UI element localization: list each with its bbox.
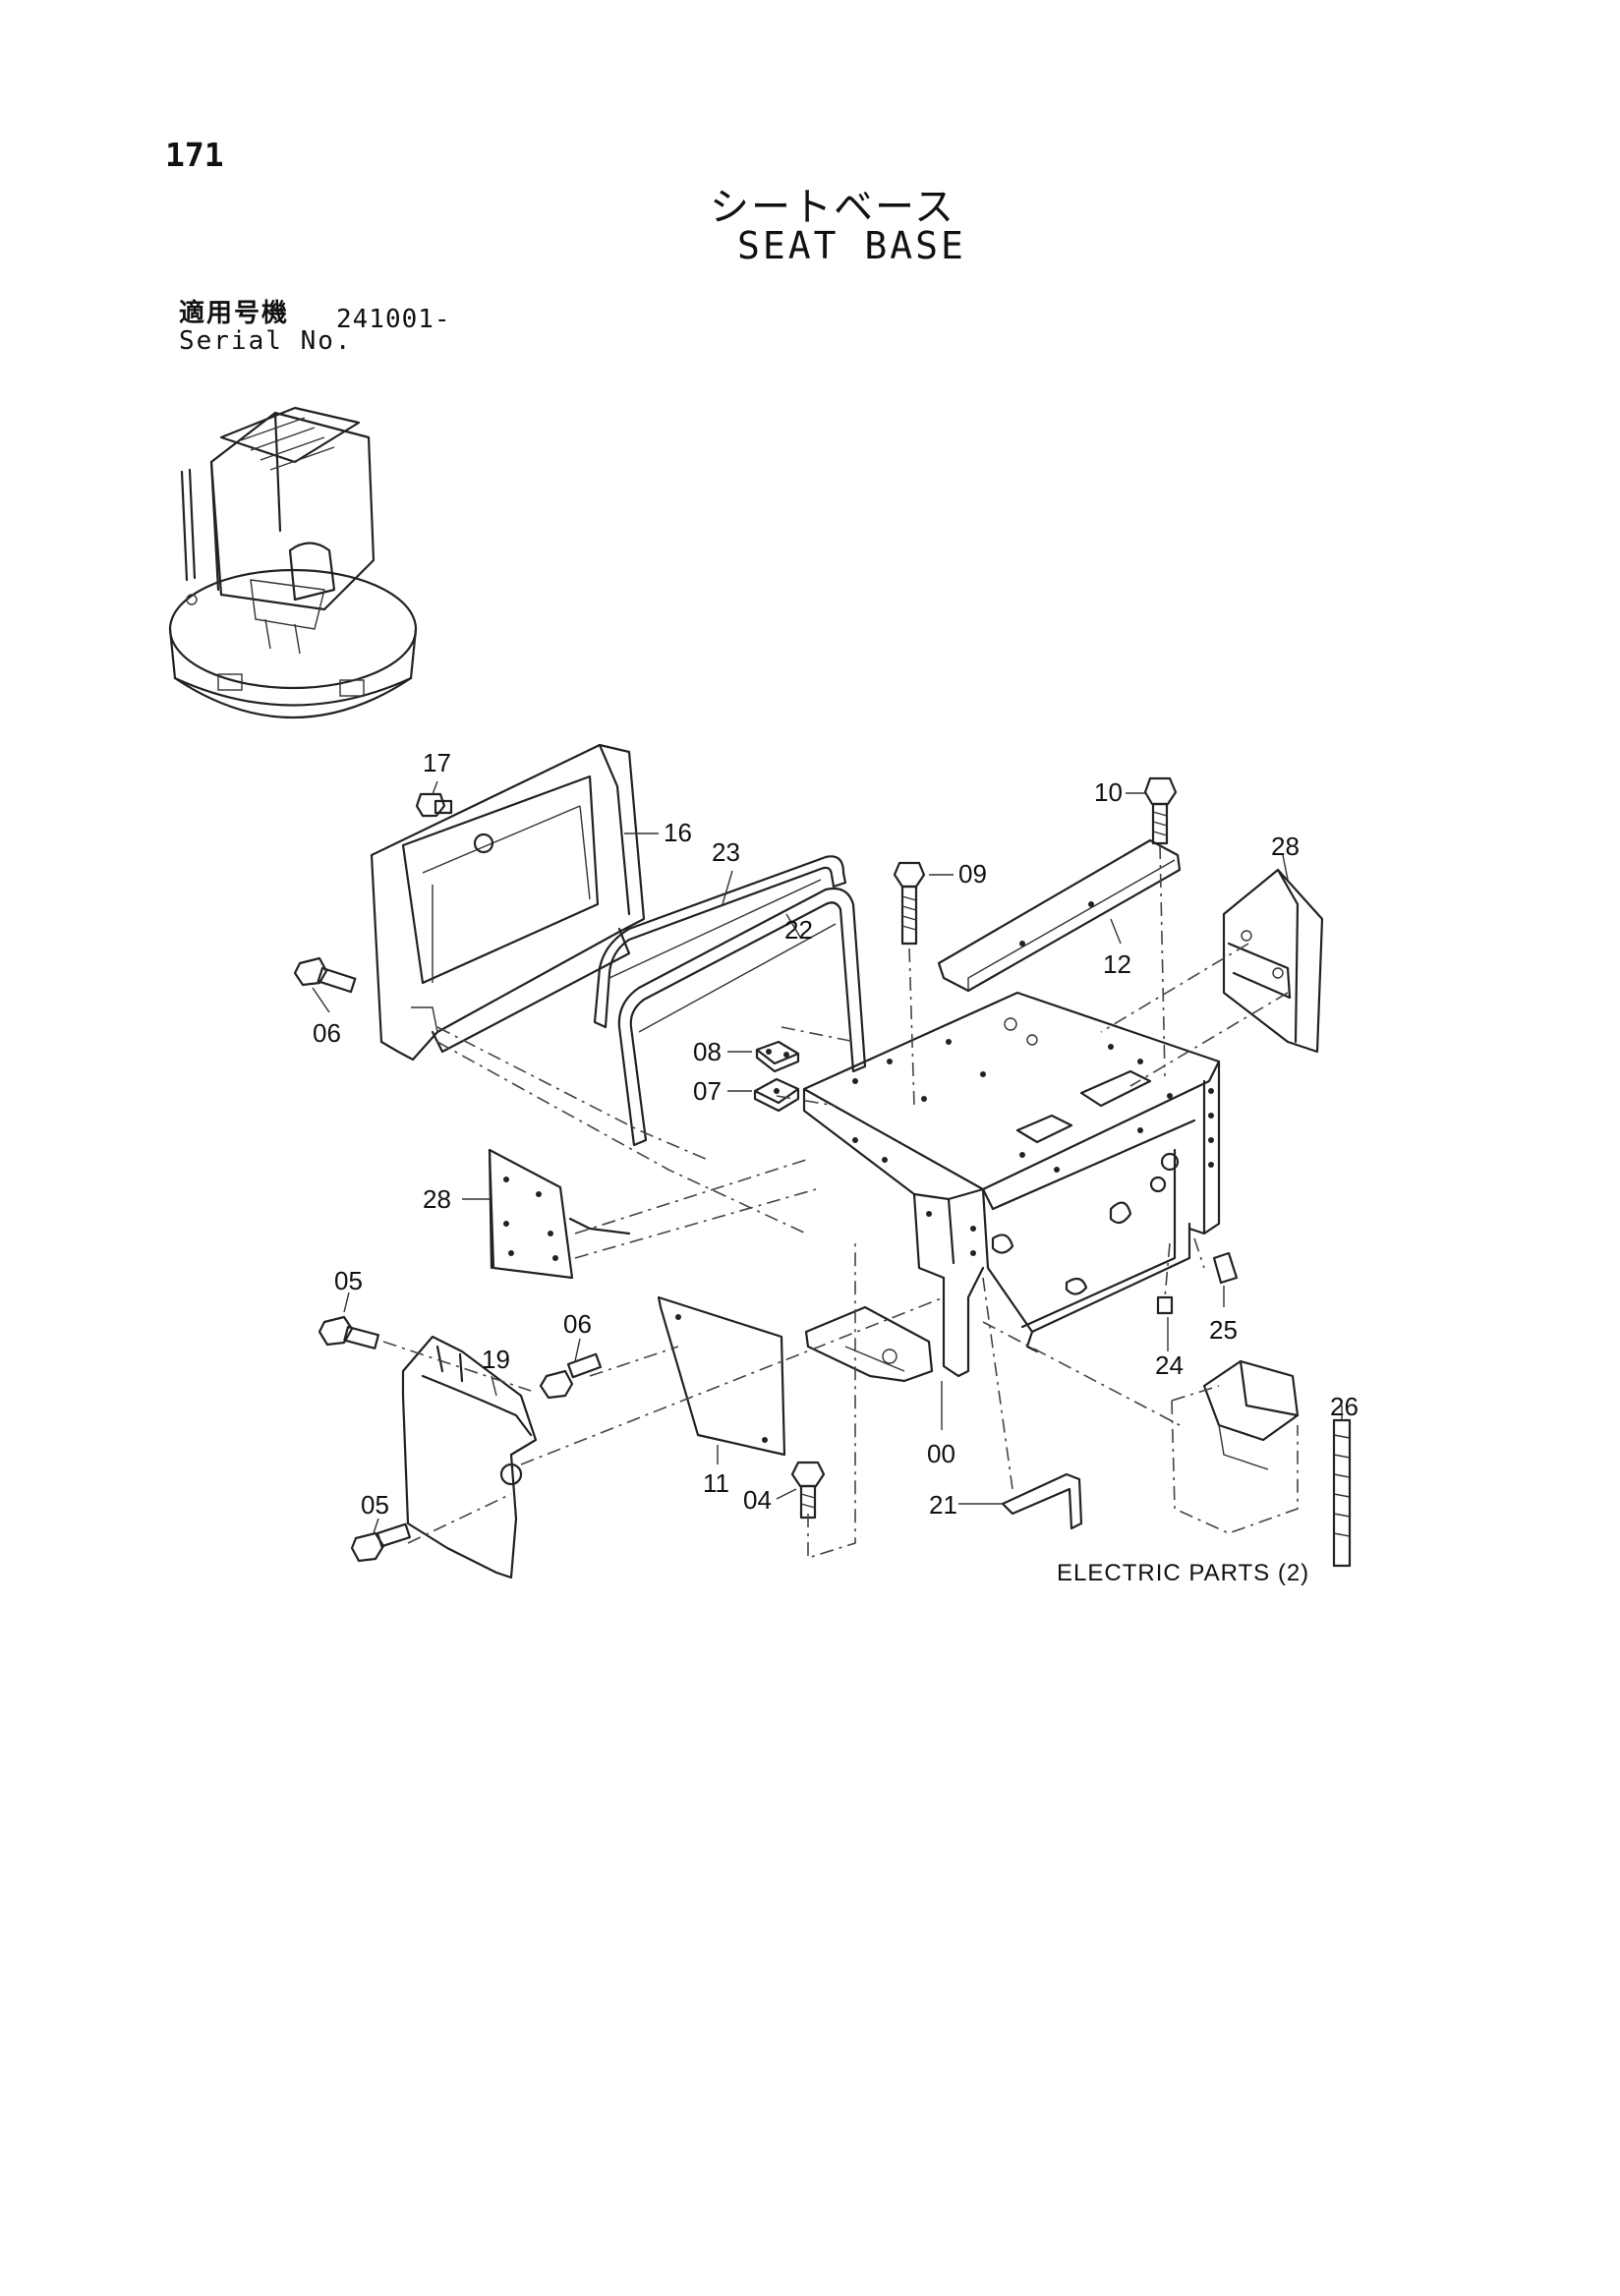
part-06-bolt-upper [293,956,357,994]
part-16-rear-panel [370,743,646,1062]
part-09-bolt [893,861,926,946]
callout-10: 10 [1094,777,1123,807]
part-04-bolt [790,1461,826,1520]
machine-thumbnail [168,406,418,718]
callout-05-lower: 05 [361,1490,389,1520]
part-22-seal [617,887,867,1147]
callout-26: 26 [1330,1392,1359,1421]
callout-17: 17 [423,748,451,777]
part-06-bolt-lower [539,1352,603,1400]
serial-number-value: 241001- [336,305,451,334]
frame-holes [852,1039,1214,1256]
part-11-plate [657,1295,786,1457]
part-05-bolt-upper [318,1315,380,1349]
electric-parts-reference: ELECTRIC PARTS (2) [1057,1560,1309,1586]
callout-04: 04 [743,1485,772,1515]
part-28-plate-left [488,1148,631,1280]
part-08-plate [755,1040,800,1073]
callout-16: 16 [664,818,692,847]
callout-23: 23 [712,837,740,867]
callout-22: 22 [784,915,813,945]
part-19-side-cover [401,1335,538,1579]
callout-28-left: 28 [423,1184,451,1214]
title-english: SEAT BASE [737,224,966,267]
part-23-seal [593,855,847,1029]
callout-labels: 17 16 23 22 09 10 12 28 06 08 07 28 05 1… [313,748,1359,1586]
part-24-block [1156,1295,1174,1315]
page-number: 171 [165,136,224,174]
electric-parts-group [1171,1359,1300,1534]
part-00-seat-base-frame [802,991,1221,1383]
assembly-lines [382,844,1289,1560]
part-10-bolt [1143,776,1178,845]
callout-21: 21 [929,1490,957,1520]
part-26-rod [1332,1418,1352,1568]
callout-25: 25 [1209,1315,1238,1345]
serial-label-english: Serial No. [179,326,353,356]
callout-08: 08 [693,1037,722,1066]
part-12-bracket [937,838,1182,993]
callout-28-right: 28 [1271,832,1300,861]
part-05-bolt-lower [350,1522,411,1563]
part-07-clip [753,1077,800,1113]
callout-00: 00 [927,1439,955,1468]
callout-05-upper: 05 [334,1266,363,1295]
part-21-strip [1001,1472,1083,1530]
part-28-plate-right [1222,868,1324,1054]
serial-label-japanese: 適用号機 [179,299,290,328]
callout-06-lower: 06 [563,1309,592,1339]
title-japanese: シートベース [710,185,955,230]
callout-09: 09 [958,859,987,889]
callout-24: 24 [1155,1350,1184,1380]
part-25-block [1212,1251,1239,1285]
callout-11: 11 [703,1468,729,1498]
leader-lines [312,780,1343,1534]
part-17-bolt [415,792,453,818]
callout-19: 19 [482,1345,510,1374]
callout-07: 07 [693,1076,722,1106]
callout-12: 12 [1103,949,1131,979]
callout-06-upper: 06 [313,1018,341,1048]
